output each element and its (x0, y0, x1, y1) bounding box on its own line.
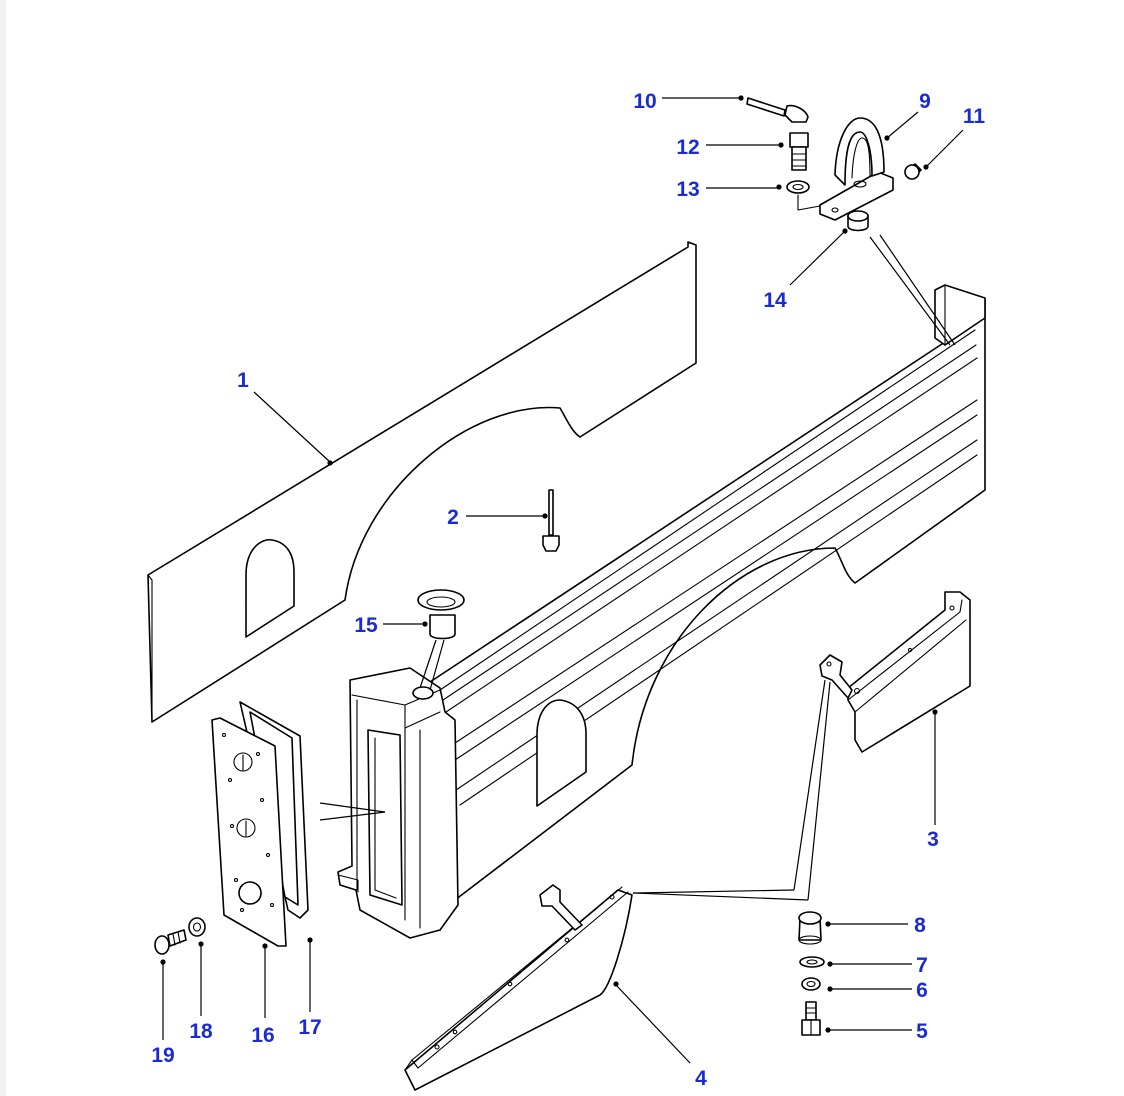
page-edge (0, 0, 6, 1096)
callout-10: 10 (633, 90, 656, 113)
leader-lines (160, 95, 964, 1064)
callout-3: 3 (927, 828, 939, 851)
callout-7: 7 (916, 954, 928, 977)
callout-15: 15 (354, 614, 378, 637)
callout-18: 18 (189, 1020, 213, 1043)
rear-body-tub (337, 284, 986, 939)
callout-14: 14 (763, 289, 787, 312)
parts-5-8-fasteners (798, 911, 825, 1036)
part-2-rivet (542, 489, 560, 552)
callout-17: 17 (298, 1016, 321, 1039)
callout-8: 8 (914, 914, 926, 937)
parts-16-17-plate-gasket (211, 701, 309, 947)
callout-labels: 1 2 3 4 5 6 7 8 9 10 11 12 13 14 15 16 1… (151, 90, 985, 1090)
callout-16: 16 (251, 1024, 274, 1047)
part-4-front-bracket (404, 884, 633, 1091)
part-1-side-panel (147, 241, 697, 723)
callout-9: 9 (919, 90, 931, 113)
callout-1: 1 (237, 369, 249, 392)
callout-11: 11 (963, 105, 986, 128)
callout-6: 6 (916, 979, 928, 1002)
callout-12: 12 (676, 136, 699, 159)
parts-18-19-washer-screw (154, 917, 206, 955)
callout-2: 2 (447, 506, 459, 529)
callout-19: 19 (151, 1044, 174, 1067)
part-15-grommet (417, 589, 465, 640)
callout-13: 13 (676, 178, 699, 201)
part-3-rear-bracket (819, 591, 971, 753)
callout-4: 4 (695, 1067, 707, 1090)
callout-5: 5 (916, 1020, 928, 1043)
parts-9-14-lashing-eye (746, 97, 922, 232)
